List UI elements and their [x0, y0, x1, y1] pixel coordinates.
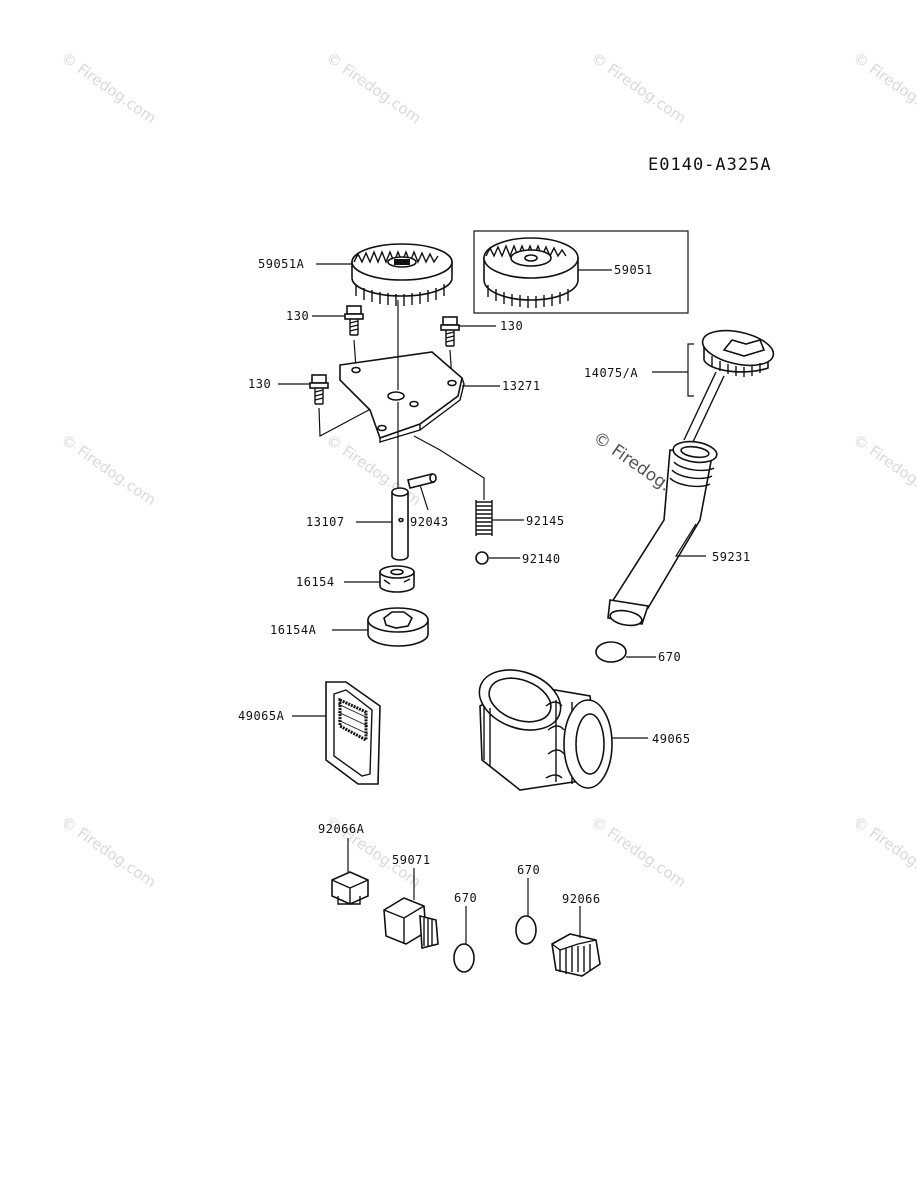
callout-49065A: 49065A	[238, 709, 285, 723]
callout-16154: 16154	[296, 575, 335, 589]
watermark: © Firedog.com	[850, 813, 917, 892]
plug-92066A	[331, 871, 369, 905]
bolt-130-a	[344, 305, 364, 336]
callout-92145: 92145	[526, 514, 565, 528]
callout-670-c: 670	[517, 863, 540, 877]
oring-670-b	[453, 943, 475, 973]
callout-130-a: 130	[286, 309, 309, 323]
callout-670-a: 670	[658, 650, 681, 664]
alt-part-box	[473, 230, 689, 314]
pin-92043	[407, 473, 437, 489]
oil-cap-14075A	[701, 329, 775, 377]
callout-92066: 92066	[562, 892, 601, 906]
callout-59071: 59071	[392, 853, 431, 867]
gear-59051	[483, 237, 579, 308]
rotor-16154A	[367, 607, 429, 647]
rotor-16154	[379, 565, 415, 593]
diagram-code: E0140-A325A	[648, 155, 772, 175]
watermark: © Firedog.com	[58, 813, 160, 892]
watermark: © Firedog.com	[323, 49, 425, 128]
callout-59231: 59231	[712, 550, 751, 564]
callout-16154A: 16154A	[270, 623, 317, 637]
callout-670-b: 670	[454, 891, 477, 905]
callout-59051: 59051	[614, 263, 653, 277]
callout-92066A: 92066A	[318, 822, 365, 836]
watermark: © Firedog.com	[323, 431, 425, 510]
callout-130-c: 130	[248, 377, 271, 391]
callout-92043: 92043	[410, 515, 449, 529]
ball-92140	[475, 551, 489, 565]
fitting-59071	[383, 897, 439, 950]
watermark: © Firedog.com	[588, 49, 690, 128]
filler-tube-59231	[607, 440, 718, 627]
callout-59051A: 59051A	[258, 257, 305, 271]
strainer-49065A	[325, 681, 381, 785]
spring-92145	[475, 500, 493, 536]
watermark: © Firedog.com	[58, 431, 160, 510]
plug-92066	[551, 933, 601, 977]
watermark: © Firedog.com	[58, 49, 160, 128]
oring-670-a	[595, 641, 627, 663]
gear-59051A	[351, 243, 453, 306]
callout-92140: 92140	[522, 552, 561, 566]
callout-13107: 13107	[306, 515, 345, 529]
plate-13271	[339, 351, 465, 443]
oil-filter-49065	[478, 669, 613, 791]
bolt-130-b	[440, 316, 460, 347]
callout-49065: 49065	[652, 732, 691, 746]
watermark: © Firedog.com	[850, 49, 917, 128]
callout-13271: 13271	[502, 379, 541, 393]
watermark: © Firedog.com	[588, 813, 690, 892]
callout-130-b: 130	[500, 319, 523, 333]
bolt-130-c	[309, 374, 329, 405]
callout-14075A: 14075/A	[584, 366, 638, 380]
oring-670-c	[515, 915, 537, 945]
watermark: © Firedog.com	[850, 431, 917, 510]
shaft-13107	[391, 487, 409, 561]
